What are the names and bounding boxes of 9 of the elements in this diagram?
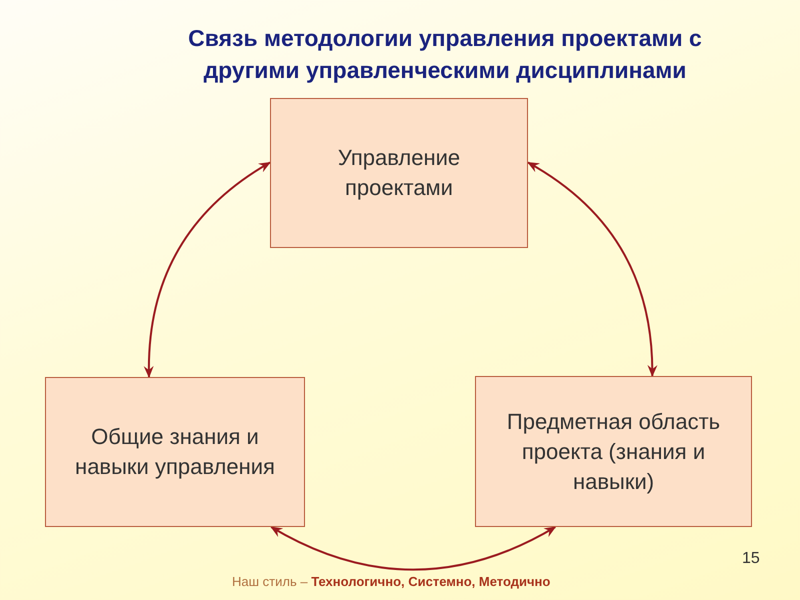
page-number: 15	[742, 550, 760, 568]
slide-title: Связь методологии управления проектами с другими управленческими дисциплинами	[187, 24, 703, 85]
double-arrow	[144, 162, 271, 378]
text-box: Общие знания и навыки управления	[45, 377, 305, 527]
text-box: Управление проектами	[270, 98, 528, 248]
text-box: Предметная область проекта (знания и навыки)	[475, 376, 752, 527]
slogan: Наш стиль – Технологично, Системно, Методично	[232, 574, 550, 589]
double-arrow	[270, 526, 556, 571]
double-arrow	[527, 162, 657, 377]
